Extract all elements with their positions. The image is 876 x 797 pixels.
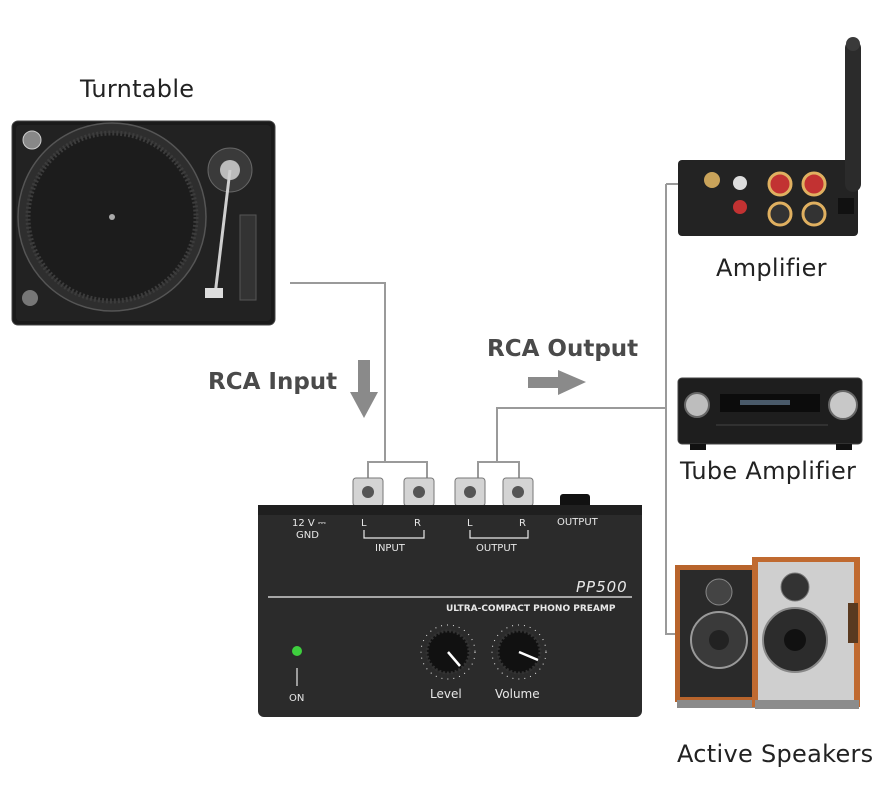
turntable-icon [11, 120, 276, 326]
down-arrow-icon [350, 360, 378, 418]
tube-amplifier-icon [677, 377, 863, 450]
amplifier-label: Amplifier [716, 254, 827, 282]
output-group-label: OUTPUT [476, 543, 518, 554]
output-right-label: R [519, 518, 526, 529]
tube-amplifier-label: Tube Amplifier [680, 457, 857, 485]
subtitle-label: ULTRA-COMPACT PHONO PREAMP [446, 604, 616, 614]
input-bracket-line [367, 461, 428, 478]
output-main-line [496, 407, 666, 462]
device-bus-line [665, 184, 675, 635]
on-label: ON [289, 693, 304, 704]
volume-knob[interactable] [491, 624, 547, 680]
volume-label: Volume [495, 687, 540, 701]
level-label: Level [430, 687, 462, 701]
input-left-label: L [361, 518, 367, 529]
input-group-label: INPUT [375, 543, 406, 554]
output-left-label: L [467, 518, 473, 529]
output-port-label: OUTPUT [557, 517, 599, 528]
rca-output-label: RCA Output [487, 336, 639, 362]
rca-input-label: RCA Input [208, 369, 338, 395]
connection-lines [290, 183, 685, 635]
power-led [292, 646, 302, 656]
power-label: 12 V ⎓ [292, 518, 326, 529]
input-right-label: R [414, 518, 421, 529]
turntable-input-line [290, 282, 386, 462]
preamp-icon [258, 477, 642, 717]
level-knob[interactable] [420, 624, 476, 680]
speakers-icon [675, 557, 860, 709]
model-label: PP500 [576, 578, 628, 596]
gnd-label: GND [296, 530, 319, 541]
output-bracket-line [477, 461, 520, 478]
active-speakers-label: Active Speakers [677, 740, 874, 768]
turntable-label: Turntable [80, 75, 195, 103]
right-arrow-icon [528, 370, 586, 395]
amplifier-icon [678, 37, 861, 236]
